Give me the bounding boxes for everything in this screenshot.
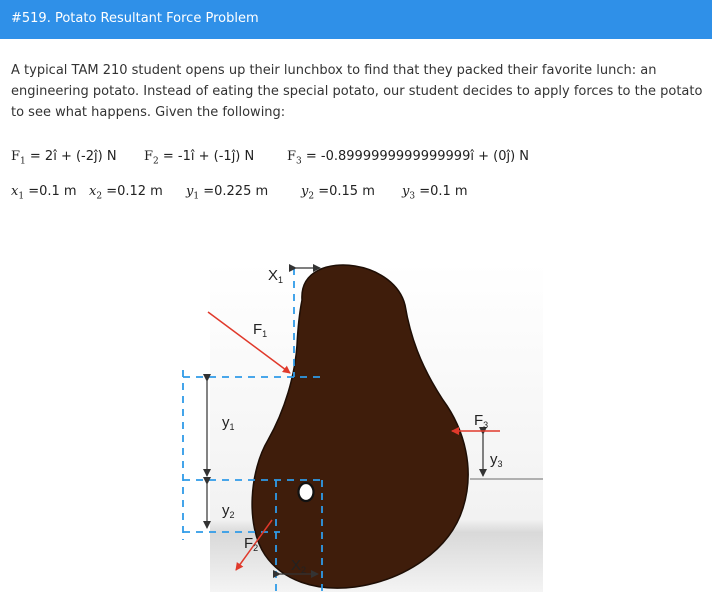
force-arrows [207, 311, 500, 571]
distance-x2: x2 =0.12 m [89, 184, 163, 202]
force-f3: F3 = -0.8999999999999999î + (0ĵ) N [287, 149, 530, 167]
label-y3: y3 [490, 451, 503, 469]
f1-arrow [207, 311, 291, 374]
force-f1: F1 = 2î + (-2ĵ) N [11, 149, 117, 167]
label-x1: X1 [268, 267, 283, 285]
label-y2: y2 [222, 502, 235, 520]
distance-x1: x1 =0.1 m [11, 184, 77, 202]
label-f1: F1 [253, 321, 267, 339]
label-f3: F3 [474, 412, 488, 430]
label-x2: X2 [291, 557, 306, 575]
potato-shape [251, 264, 469, 589]
f2-arrow [235, 519, 273, 571]
distance-y1: y1 =0.225 m [186, 184, 269, 202]
problem-header: #519. Potato Resultant Force Problem [0, 0, 712, 39]
label-f2: F2 [244, 535, 258, 553]
distance-y2: y2 =0.15 m [301, 184, 375, 202]
problem-title: #519. Potato Resultant Force Problem [11, 11, 259, 26]
origin-marker [297, 481, 315, 503]
problem-description: A typical TAM 210 student opens up their… [11, 63, 703, 120]
distance-y3: y3 =0.1 m [402, 184, 468, 202]
label-y1: y1 [222, 414, 235, 432]
dimension-arrows [203, 264, 487, 578]
force-f2: F2 = -1î + (-1ĵ) N [144, 149, 255, 167]
